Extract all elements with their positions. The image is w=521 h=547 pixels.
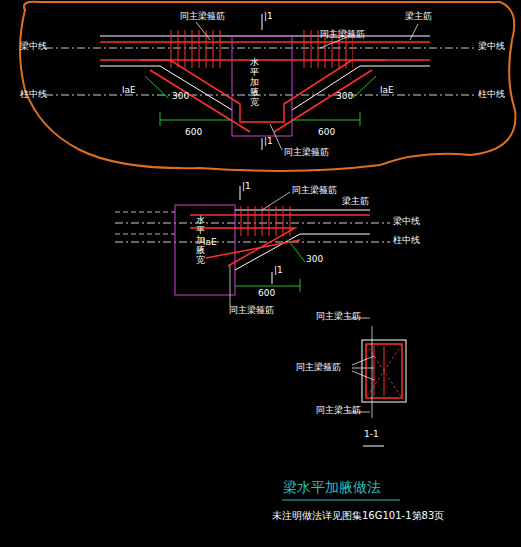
- annotation-label: |1: [242, 182, 251, 192]
- annotation-label: 柱中线: [478, 90, 505, 100]
- vertical-note: 水平加腋宽: [250, 58, 259, 107]
- annotation-label: 柱中线: [393, 236, 420, 246]
- dimension-label: 300: [336, 92, 353, 102]
- annotation-label: 同主梁主筋: [316, 406, 361, 416]
- dimension-label: 300: [306, 255, 323, 265]
- annotation-label: 1-1: [364, 430, 379, 440]
- dimension-label: laE: [203, 238, 217, 248]
- annotation-label: |1: [274, 266, 283, 276]
- annotation-label: 梁中线: [393, 217, 420, 227]
- annotation-label: 梁主筋: [342, 197, 369, 207]
- drawing-caption: 未注明做法详见图集16G101-1第83页: [272, 510, 444, 521]
- dimension-label: laE: [380, 86, 394, 96]
- annotation-label: 同主梁箍筋: [180, 12, 225, 22]
- annotation-label: 同主梁箍筋: [229, 306, 274, 316]
- annotation-label: 梁中线: [20, 42, 47, 52]
- annotation-label: 同主梁箍筋: [292, 186, 337, 196]
- annotation-label: |1: [264, 137, 273, 147]
- annotation-label: 柱中线: [20, 90, 47, 100]
- dimension-label: 300: [172, 92, 189, 102]
- annotation-label: |1: [264, 12, 273, 22]
- annotation-label: 同主梁箍筋: [296, 363, 341, 373]
- drawing-title: 梁水平加腋做法: [283, 480, 381, 495]
- dimension-label: laE: [122, 86, 136, 96]
- annotation-label: 同主梁箍筋: [284, 148, 329, 158]
- annotation-label: 梁中线: [478, 42, 505, 52]
- dimension-label: 600: [318, 128, 335, 138]
- dimension-label: 600: [258, 289, 275, 299]
- annotation-label: 同主梁箍筋: [320, 30, 365, 40]
- annotation-label: 同主梁主筋: [316, 312, 361, 322]
- annotation-label: 梁主筋: [405, 12, 432, 22]
- dimension-label: 600: [185, 128, 202, 138]
